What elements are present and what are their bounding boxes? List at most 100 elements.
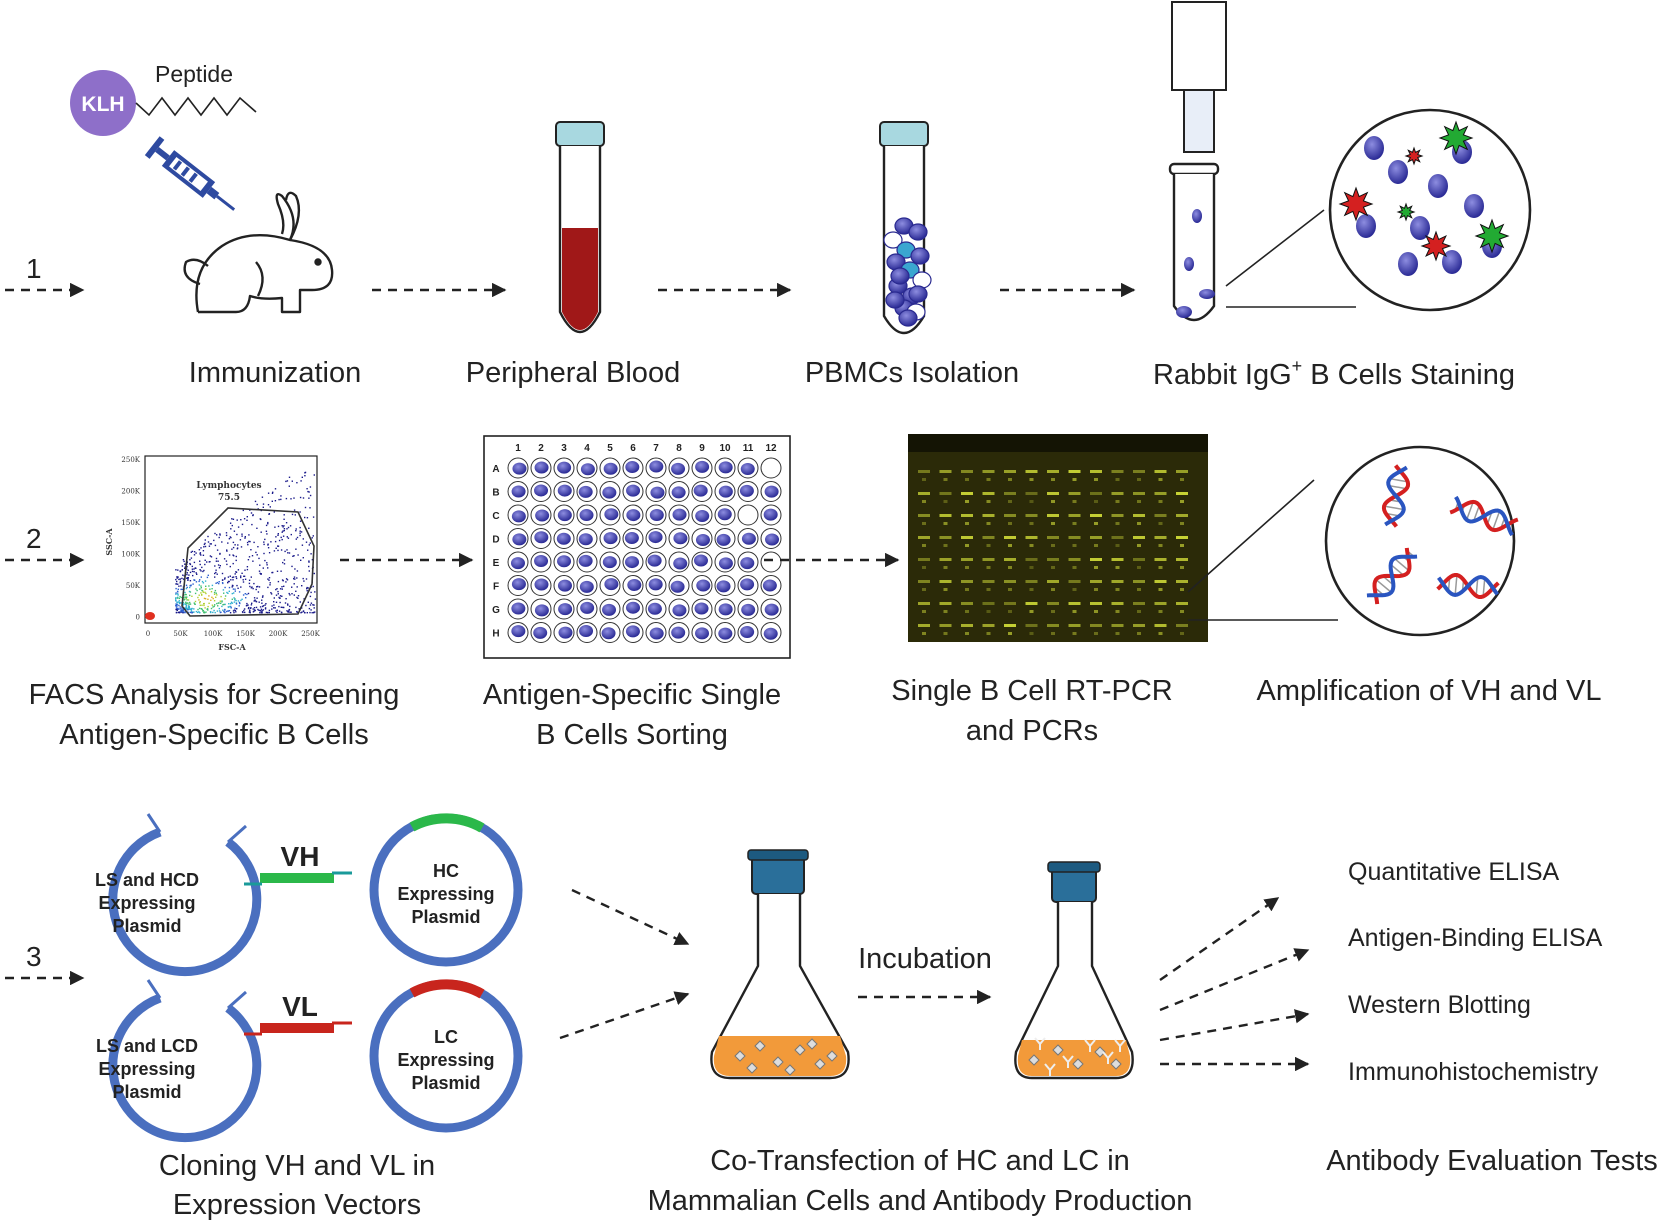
gel-band	[1137, 610, 1141, 613]
facs-event	[213, 609, 215, 612]
peptide-chain	[135, 96, 257, 117]
plate-column-label: 4	[584, 443, 590, 454]
gel-band	[939, 470, 952, 473]
facs-event	[185, 607, 187, 609]
sorted-b-cell	[602, 486, 617, 499]
mammalian-cell	[1028, 1054, 1040, 1066]
facs-event	[178, 578, 180, 581]
facs-event	[262, 595, 264, 597]
gel-band	[1115, 588, 1120, 591]
facs-event	[277, 590, 279, 593]
facs-event	[234, 588, 236, 590]
facs-event	[203, 602, 205, 605]
gel-band	[1025, 558, 1038, 561]
plate-column-label: 6	[630, 443, 636, 454]
gel-band	[1068, 624, 1081, 627]
facs-event	[305, 541, 308, 543]
antibody-shape	[1062, 1055, 1074, 1068]
facs-event	[274, 607, 276, 609]
facs-event	[308, 527, 310, 529]
klh-peptide-icon: KLH Peptide	[70, 61, 257, 136]
facs-event	[248, 606, 250, 609]
gel-band	[1029, 566, 1034, 569]
facs-event	[212, 597, 214, 600]
facs-event	[274, 526, 276, 528]
dna-base-pair	[1393, 557, 1410, 572]
sorted-b-cell	[762, 579, 777, 592]
gel-band	[986, 588, 991, 591]
facs-event	[204, 542, 206, 545]
facs-event	[214, 565, 216, 567]
facs-event	[235, 576, 237, 578]
gel-band	[922, 566, 926, 569]
facs-event	[177, 596, 179, 598]
facs-event	[186, 599, 188, 601]
facs-event	[251, 555, 254, 557]
facs-event	[175, 611, 178, 614]
gel-band	[1133, 492, 1145, 495]
facs-event	[189, 559, 191, 561]
facs-event	[179, 578, 181, 580]
facs-event	[261, 596, 264, 598]
gel-band	[918, 492, 930, 495]
facs-event	[306, 590, 308, 592]
facs-event	[180, 607, 183, 609]
row-3: 3 LS and HCD Expressing Plasmid VH HC Ex…	[5, 813, 1658, 1221]
facs-event	[243, 575, 245, 577]
facs-event	[276, 570, 279, 572]
facs-event	[193, 551, 196, 553]
plate-column-label: 12	[765, 443, 777, 454]
facs-event	[226, 563, 228, 566]
sorted-b-cell	[671, 486, 686, 499]
facs-event	[180, 609, 183, 611]
gel-band	[922, 544, 926, 547]
facs-event	[271, 492, 274, 494]
gel-band	[1154, 624, 1167, 627]
facs-event	[242, 509, 244, 512]
facs-event	[240, 586, 242, 588]
facs-event	[233, 592, 235, 594]
facs-event	[175, 600, 177, 602]
gel-band	[1068, 580, 1081, 583]
facs-event	[228, 580, 230, 583]
facs-event	[307, 601, 309, 603]
gel-band	[943, 588, 948, 591]
b-cell	[1388, 160, 1408, 184]
antigen-red-marker	[1404, 146, 1424, 166]
facs-event	[216, 573, 218, 575]
facs-event	[256, 554, 258, 556]
vl-fragment: VL	[244, 991, 352, 1036]
facs-event	[253, 609, 256, 611]
facs-event	[286, 579, 289, 581]
facs-event	[247, 607, 250, 610]
facs-event	[184, 611, 186, 613]
dna-base-pair	[1482, 578, 1486, 597]
facs-event	[259, 518, 261, 520]
gel-band	[922, 632, 926, 635]
facs-event	[182, 559, 185, 561]
facs-event	[276, 588, 278, 590]
facs-event	[249, 540, 251, 543]
gel-band	[1133, 602, 1145, 605]
facs-event	[185, 597, 187, 600]
facs-event	[228, 586, 231, 589]
sorted-b-cell	[534, 531, 549, 544]
dna-base-pair	[1389, 477, 1408, 483]
facs-event	[238, 605, 240, 607]
gel-band	[982, 470, 995, 473]
facs-event	[309, 542, 311, 544]
facs-event	[253, 582, 255, 585]
facs-event	[199, 612, 201, 614]
sorted-b-cell	[648, 578, 663, 591]
facs-event	[228, 554, 231, 556]
facs-event	[244, 569, 246, 571]
facs-event	[234, 609, 237, 612]
plate-row-label: D	[492, 535, 499, 546]
facs-event	[280, 549, 283, 551]
facs-event	[256, 527, 258, 529]
facs-event	[175, 592, 177, 594]
sorted-b-cell	[510, 557, 525, 570]
sorted-b-cell	[534, 578, 549, 591]
facs-event	[232, 579, 234, 581]
facs-event	[176, 577, 178, 579]
